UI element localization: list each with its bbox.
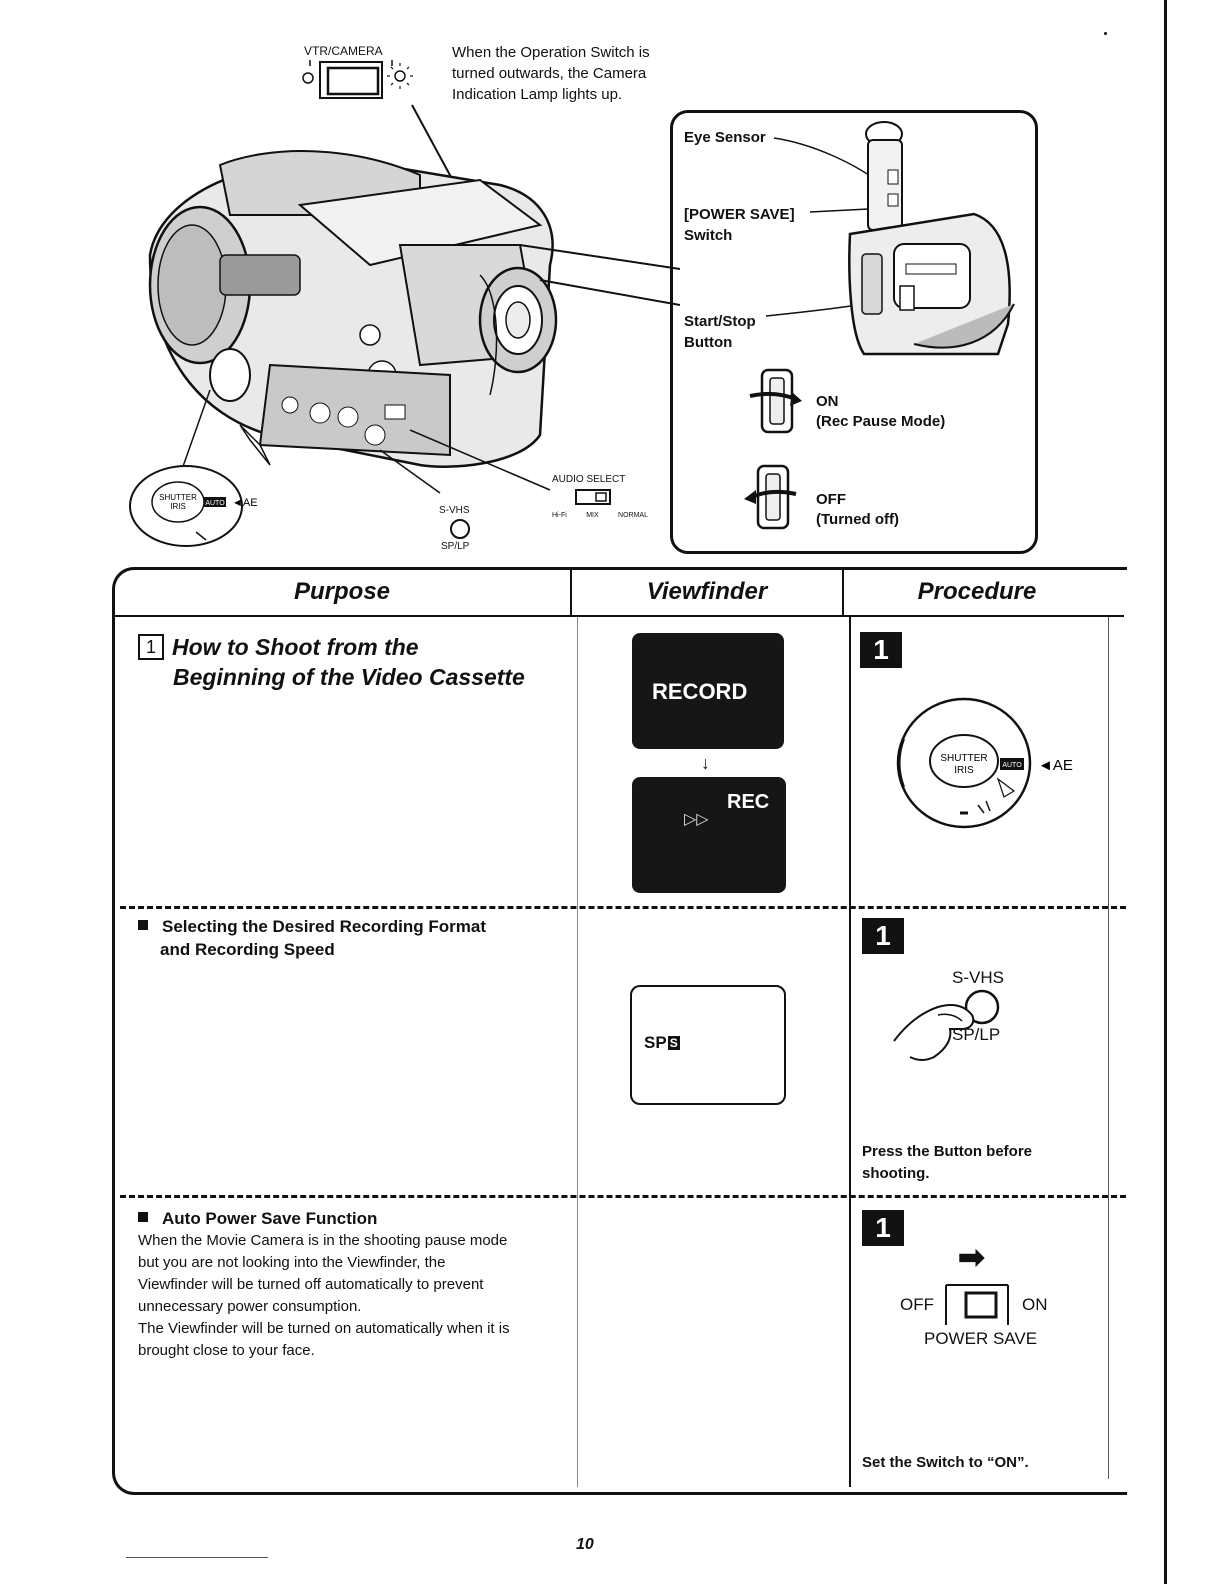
mode-dial-ae-icon: SHUTTER IRIS AUTO ◄AE (896, 697, 1073, 829)
header-rule (114, 615, 1124, 617)
page-number: 10 (576, 1536, 594, 1553)
footer-rule (126, 1557, 268, 1558)
section3-title-text: Auto Power Save Function (162, 1209, 378, 1228)
start-stop-label-2: Button (684, 334, 733, 351)
dial1-shutter-label: SHUTTER (940, 753, 987, 764)
sp-lp-button-label: SP/LP (952, 1025, 1001, 1044)
section1-title: 1 How to Shoot from the Beginning of the … (138, 632, 568, 692)
dial1-iris-label: IRIS (954, 765, 974, 776)
section3-body-line: When the Movie Camera is in the shooting… (138, 1232, 508, 1249)
col-divider-2-head (842, 569, 844, 616)
section2-step-badge: 1 (862, 918, 904, 954)
operation-switch-icon (302, 60, 413, 99)
svhs-label: S-VHS (439, 505, 470, 516)
switch-off-label: OFF (816, 491, 846, 508)
section3-body-line: but you are not looking into the Viewfin… (138, 1254, 446, 1271)
svhs-badge: S (667, 1036, 680, 1050)
section3-body: When the Movie Camera is in the shooting… (138, 1230, 568, 1362)
col-header-procedure: Procedure (917, 578, 1037, 605)
power-save-switch-label-2: Switch (684, 227, 733, 244)
dial-auto-label: AUTO (205, 500, 225, 507)
power-save-switch-label-1: [POWER SAVE] (684, 206, 795, 223)
section-divider-2 (120, 1195, 1126, 1198)
dial1-auto-label: AUTO (1002, 762, 1022, 769)
bullet-icon (138, 920, 148, 930)
camera-rear-illustration (765, 121, 1015, 356)
section1-title-line2: Beginning of the Video Cassette (173, 664, 525, 690)
section1-title-line1: How to Shoot from the (172, 634, 419, 660)
section-divider-1 (120, 906, 1126, 909)
section2-note-line2: shooting. (862, 1165, 930, 1182)
right-arrow-icon: ➡ (958, 1239, 985, 1275)
col-divider-3 (1108, 617, 1109, 1479)
section2-title: Selecting the Desired Recording Format a… (138, 915, 558, 961)
dial-ae-label: ◄AE (232, 497, 258, 509)
section3-title: Auto Power Save Function (138, 1207, 377, 1230)
dial-iris-label: IRIS (170, 502, 186, 511)
finger-press-button-icon (893, 989, 1000, 1061)
switch-on-label: ON (816, 393, 839, 410)
col-header-viewfinder: Viewfinder (646, 578, 768, 605)
vtr-camera-label: VTR/CAMERA (304, 44, 383, 58)
dial-shutter-label: SHUTTER (159, 493, 197, 502)
audio-mode-mix: MIX (586, 512, 599, 519)
switch-off-icon (744, 464, 797, 530)
section2-title-line1: Selecting the Desired Recording Format (162, 917, 487, 936)
callout-box (670, 110, 1038, 554)
section3-body-line: brought close to your face. (138, 1342, 315, 1359)
procedure-table (112, 567, 1127, 1495)
mode-dial-small: SHUTTER IRIS AUTO ◄AE (129, 465, 258, 547)
audio-select-switch-icon (575, 489, 611, 505)
speck (1104, 32, 1107, 35)
section1-number: 1 (138, 634, 164, 660)
col-divider-1 (577, 617, 578, 1487)
camcorder-illustration (148, 104, 680, 494)
page-edge-rule (1164, 0, 1167, 1584)
viewfinder-rec-text: REC (727, 791, 770, 813)
power-save-name-label: POWER SAVE (924, 1329, 1038, 1348)
start-stop-label-1: Start/Stop (684, 313, 756, 330)
audio-mode-hifi: Hi-Fi (552, 512, 567, 519)
col-divider-2 (849, 617, 851, 1487)
section2-title-line2: and Recording Speed (160, 940, 335, 959)
audio-modes: Hi-Fi MIX NORMAL (552, 512, 648, 519)
dial1-ae-label: ◄AE (1038, 757, 1073, 774)
switch-on-icon (749, 368, 802, 434)
viewfinder-record-text: RECORD (652, 679, 748, 704)
section3-body-line: Viewfinder will be turned off automatica… (138, 1276, 484, 1293)
svhs-button-label: S-VHS (952, 968, 1004, 987)
lamp-note: When the Operation Switch is turned outw… (452, 44, 650, 103)
sp-text: SP (644, 1033, 667, 1052)
section1-step-badge: 1 (860, 632, 902, 668)
sp-lp-button-icon (450, 519, 470, 539)
power-save-on-label: ON (1022, 1295, 1048, 1314)
audio-select-label: AUDIO SELECT (552, 474, 626, 485)
viewfinder-rec-screen: REC ▷▷ (632, 777, 786, 893)
viewfinder-record-screen: RECORD (632, 633, 784, 749)
audio-mode-normal: NORMAL (618, 512, 648, 519)
bullet-icon (138, 1212, 148, 1222)
section3-body-line: The Viewfinder will be turned on automat… (138, 1320, 510, 1337)
switch-on-desc: (Rec Pause Mode) (816, 413, 946, 430)
section3-step-badge: 1 (862, 1210, 904, 1246)
sp-lp-label: SP/LP (441, 541, 470, 552)
switch-off-desc: (Turned off) (816, 511, 900, 528)
section3-note: Set the Switch to “ON”. (862, 1454, 1029, 1471)
col-header-purpose: Purpose (293, 578, 391, 605)
power-save-switch-icon (945, 1284, 1009, 1325)
section2-note-line1: Press the Button before (862, 1143, 1033, 1160)
col-divider-1-head (570, 569, 572, 616)
eye-sensor-label: Eye Sensor (684, 129, 766, 146)
play-indicator-icon: ▷▷ (684, 811, 709, 828)
down-arrow-icon: ↓ (701, 753, 710, 773)
power-save-off-label: OFF (900, 1295, 934, 1314)
section3-body-line: unnecessary power consumption. (138, 1298, 362, 1315)
